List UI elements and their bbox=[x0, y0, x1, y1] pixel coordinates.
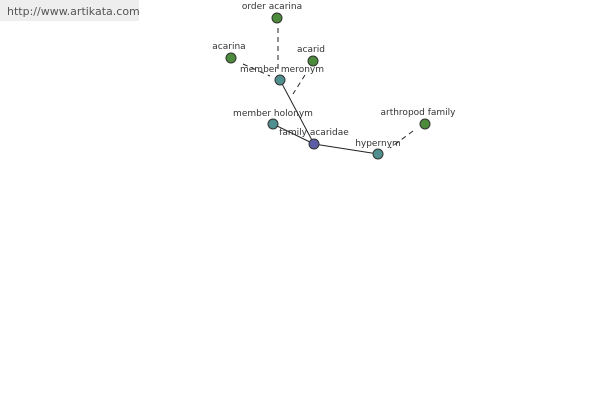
nodes-layer: family acaridae member meronym member holo… bbox=[212, 2, 456, 160]
node-acarina[interactable]: acarina bbox=[212, 42, 246, 64]
node-label-hypernym[interactable]: hypernym bbox=[355, 139, 401, 149]
node-label-member-holonym[interactable]: member holonym bbox=[233, 109, 313, 119]
node-circle-acarina[interactable] bbox=[225, 52, 237, 64]
site-url-banner[interactable]: http://www.artikata.com bbox=[0, 0, 140, 21]
node-member-meronym[interactable]: member meronym bbox=[240, 65, 324, 86]
edge-family-acaridae-to-member-holonym bbox=[272, 123, 315, 145]
node-family-acaridae[interactable]: family acaridae bbox=[279, 128, 349, 150]
edges-layer bbox=[242, 28, 414, 155]
edge-member-meronym-to-acarid bbox=[292, 74, 306, 95]
node-member-holonym[interactable]: member holonym bbox=[233, 109, 313, 130]
node-label-family-acaridae[interactable]: family acaridae bbox=[279, 128, 349, 138]
node-label-acarid[interactable]: acarid bbox=[297, 45, 325, 55]
edge-family-acaridae-to-hypernym bbox=[313, 143, 379, 155]
node-circle-family-acaridae[interactable] bbox=[308, 138, 320, 150]
node-label-order-acarina[interactable]: order acarina bbox=[242, 2, 302, 12]
edge-hypernym-to-arthropod-family bbox=[389, 130, 414, 149]
node-circle-member-meronym[interactable] bbox=[274, 74, 286, 86]
node-order-acarina[interactable]: order acarina bbox=[242, 2, 302, 24]
node-arthropod-family[interactable]: arthropod family bbox=[380, 108, 456, 130]
edge-member-meronym-to-acarina bbox=[242, 63, 271, 77]
node-circle-hypernym[interactable] bbox=[372, 148, 384, 160]
node-circle-arthropod-family[interactable] bbox=[419, 118, 431, 130]
node-circle-order-acarina[interactable] bbox=[271, 12, 283, 24]
node-label-arthropod-family[interactable]: arthropod family bbox=[380, 108, 456, 118]
node-label-member-meronym[interactable]: member meronym bbox=[240, 65, 324, 75]
node-hypernym[interactable]: hypernym bbox=[355, 139, 401, 160]
node-label-acarina[interactable]: acarina bbox=[212, 42, 245, 52]
edge-family-acaridae-to-member-meronym bbox=[279, 79, 315, 145]
node-circle-member-holonym[interactable] bbox=[267, 118, 279, 130]
node-circle-acarid[interactable] bbox=[307, 55, 319, 67]
node-acarid[interactable]: acarid bbox=[297, 45, 325, 67]
